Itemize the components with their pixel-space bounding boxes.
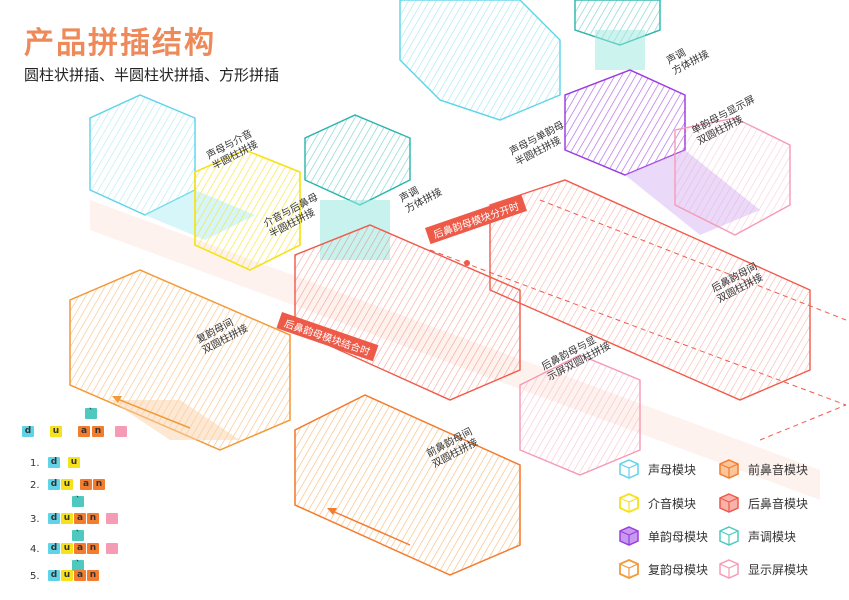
houbiyin-module-combined xyxy=(295,225,520,400)
tile-d: d xyxy=(48,570,60,581)
cube-icon xyxy=(718,492,740,514)
step-number: 3. xyxy=(30,514,40,525)
cube-icon xyxy=(618,525,640,547)
shengmu-module-left xyxy=(90,95,195,215)
cube-icon xyxy=(618,492,640,514)
tile-d: d xyxy=(48,457,60,468)
legend-item-houbiyin: 后鼻音模块 xyxy=(718,492,808,514)
legend-item-shengdiao: 声调模块 xyxy=(718,525,796,547)
display-tile xyxy=(106,513,118,524)
cube-icon xyxy=(718,558,740,580)
legend-label: 声母模块 xyxy=(648,461,696,478)
cube-icon xyxy=(618,458,640,480)
tile-d: d xyxy=(48,513,60,524)
tile-a: a xyxy=(74,513,86,524)
tile-u: u xyxy=(61,513,73,524)
tile-a: a xyxy=(74,570,86,581)
legend-item-qianbiyin: 前鼻音模块 xyxy=(718,458,808,480)
cube-icon xyxy=(718,525,740,547)
shengdiao-module-middle xyxy=(305,115,410,205)
tone-tile: ˋ xyxy=(85,408,97,419)
tile-a: a xyxy=(78,426,90,437)
tile-d: d xyxy=(48,543,60,554)
cube-icon xyxy=(718,458,740,480)
step-number: 2. xyxy=(30,480,40,491)
display-tile xyxy=(115,426,127,437)
legend-label: 后鼻音模块 xyxy=(748,495,808,512)
legend-item-danyunmu: 单韵母模块 xyxy=(618,525,708,547)
legend-item-jieyin: 介音模块 xyxy=(618,492,696,514)
tile-n: n xyxy=(93,479,105,490)
tile-d: d xyxy=(48,479,60,490)
legend-label: 前鼻音模块 xyxy=(748,461,808,478)
tile-u: u xyxy=(50,426,62,437)
tile-n: n xyxy=(92,426,104,437)
tile-n: n xyxy=(87,570,99,581)
legend-label: 显示屏模块 xyxy=(748,561,808,578)
tile-u: u xyxy=(68,457,80,468)
tile-n: n xyxy=(87,543,99,554)
cube-icon xyxy=(618,558,640,580)
step-number: 4. xyxy=(30,544,40,555)
legend-label: 单韵母模块 xyxy=(648,528,708,545)
tile-u: u xyxy=(61,543,73,554)
legend-label: 复韵母模块 xyxy=(648,561,708,578)
tile-d: d xyxy=(22,426,34,437)
tile-a: a xyxy=(80,479,92,490)
legend-item-fuyunmu: 复韵母模块 xyxy=(618,558,708,580)
tone-tile: ˋ xyxy=(72,530,84,541)
legend-item-xianshiping: 显示屏模块 xyxy=(718,558,808,580)
display-tile xyxy=(106,543,118,554)
tile-a: a xyxy=(74,543,86,554)
tile-u: u xyxy=(61,570,73,581)
legend-label: 介音模块 xyxy=(648,495,696,512)
tile-n: n xyxy=(87,513,99,524)
shengmu-module-top xyxy=(400,0,560,120)
legend-item-shengmu: 声母模块 xyxy=(618,458,696,480)
legend-label: 声调模块 xyxy=(748,528,796,545)
step-number: 1. xyxy=(30,458,40,469)
tile-u: u xyxy=(61,479,73,490)
tone-tile: ˋ xyxy=(72,496,84,507)
qianbiyin-module xyxy=(295,395,520,575)
step-number: 5. xyxy=(30,571,40,582)
